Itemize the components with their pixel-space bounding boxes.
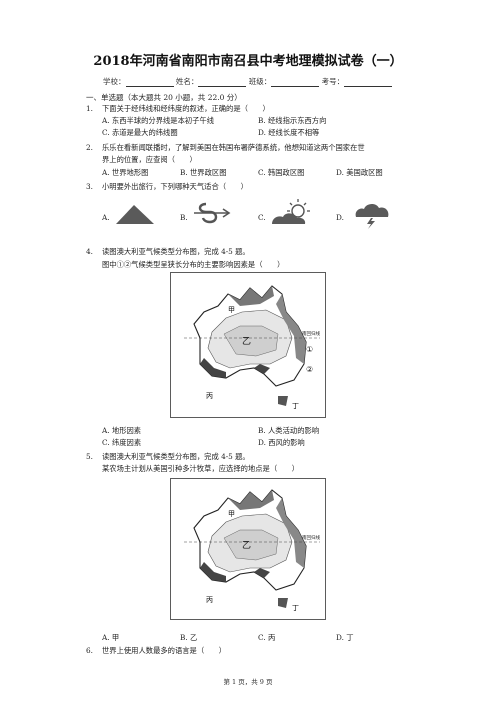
page-title: 2018年河南省南阳市南召县中考地理模拟试卷（一） bbox=[93, 54, 403, 69]
q5-stem-line1: 读图澳大利亚气候类型分布图，完成 4-5 题。 bbox=[102, 452, 250, 461]
q4-option-d[interactable]: D. 西风的影响 bbox=[258, 438, 305, 447]
q5-stem-line2: 某农场主计划从美国引种多汁牧草，应选择的地点是（ ） bbox=[102, 464, 300, 473]
name-blank[interactable] bbox=[198, 78, 247, 87]
q5-option-c[interactable]: C. 丙 bbox=[258, 633, 276, 642]
q1-option-c[interactable]: C. 赤道是最大的纬线圈 bbox=[102, 128, 178, 137]
q3-number: 3. bbox=[86, 182, 93, 191]
q4-stem-line1: 读图澳大利亚气候类型分布图，完成 4-5 题。 bbox=[102, 247, 250, 256]
map1-label-2: ② bbox=[306, 365, 313, 374]
map1-label-bing: 丙 bbox=[206, 392, 213, 400]
map1-label-ding: 丁 bbox=[292, 402, 299, 410]
q2-stem-line1: 乐乐在看新闻联播时，了解到美国在韩国布署萨德系统，他想知道这两个国家在世 bbox=[102, 143, 365, 152]
school-blank[interactable] bbox=[125, 78, 174, 87]
school-label: 学校： bbox=[103, 77, 126, 86]
australia-climate-map-1: 南回归线 甲 乙 丙 丁 ① ② bbox=[170, 272, 326, 418]
map2-label-jia: 甲 bbox=[228, 510, 235, 518]
q1-option-a[interactable]: A. 东西半球的分界线是本初子午线 bbox=[102, 116, 215, 125]
exam-no-blank[interactable] bbox=[344, 78, 393, 87]
class-label: 班级： bbox=[248, 77, 272, 86]
q3-option-a[interactable]: A. bbox=[102, 213, 110, 222]
q3-option-b[interactable]: B. bbox=[180, 213, 188, 222]
q2-option-c[interactable]: C. 韩国政区图 bbox=[258, 168, 305, 177]
partly-cloudy-icon bbox=[272, 199, 310, 224]
q4-number: 4. bbox=[86, 247, 93, 256]
q1-stem: 下面关于经纬线和经纬度的叙述，正确的是（ ） bbox=[102, 104, 270, 113]
tropic-label-2: 南回归线 bbox=[302, 534, 320, 541]
q6-stem: 世界上使用人数最多的语言是（ ） bbox=[102, 646, 227, 655]
map2-label-yi: 乙 bbox=[242, 540, 251, 551]
student-info-row: 学校： 姓名： 班级： 考号： bbox=[103, 76, 393, 87]
q2-number: 2. bbox=[86, 143, 93, 152]
wind-weather-icon bbox=[194, 202, 231, 224]
q1-option-d[interactable]: D. 经线长度不相等 bbox=[258, 128, 320, 137]
q1-option-b[interactable]: B. 经线指示东西方向 bbox=[258, 116, 327, 125]
q5-option-a[interactable]: A. 甲 bbox=[102, 633, 120, 642]
q2-option-a[interactable]: A. 世界地形图 bbox=[102, 168, 149, 177]
section-heading: 一、单选题（本大题共 20 小题，共 22.0 分） bbox=[86, 93, 242, 102]
q3-option-c[interactable]: C. bbox=[258, 213, 266, 222]
tropic-label-1: 南回归线 bbox=[302, 330, 320, 337]
thunderstorm-icon bbox=[355, 203, 389, 229]
map2-label-bing: 丙 bbox=[206, 596, 213, 604]
q3-option-d[interactable]: D. bbox=[336, 213, 344, 222]
class-blank[interactable] bbox=[271, 78, 320, 87]
q6-number: 6. bbox=[86, 646, 93, 655]
q5-number: 5. bbox=[86, 452, 93, 461]
q4-stem-line2: 图中①②气候类型呈狭长分布的主要影响因素是（ ） bbox=[102, 260, 285, 269]
q2-option-d[interactable]: D. 美国政区图 bbox=[336, 168, 383, 177]
exam-no-label: 考号： bbox=[321, 77, 345, 86]
q4-option-c[interactable]: C. 纬度因素 bbox=[102, 438, 142, 447]
q5-option-d[interactable]: D. 丁 bbox=[336, 633, 354, 642]
map1-label-jia: 甲 bbox=[228, 306, 235, 314]
q4-option-a[interactable]: A. 地形因素 bbox=[102, 426, 142, 435]
q1-number: 1. bbox=[86, 104, 93, 113]
page-footer: 第 1 页，共 9 页 bbox=[223, 678, 273, 686]
name-label: 姓名： bbox=[175, 77, 199, 86]
map2-label-ding: 丁 bbox=[292, 604, 299, 612]
australia-climate-map-2: 南回归线 甲 乙 丙 丁 bbox=[170, 478, 326, 620]
map1-label-yi: 乙 bbox=[242, 336, 251, 347]
sunny-weather-icon bbox=[116, 205, 154, 224]
q2-stem-line2: 界上的位置，应查阅（ ） bbox=[102, 155, 197, 164]
q4-option-b[interactable]: B. 人类活动的影响 bbox=[258, 426, 320, 435]
q5-option-b[interactable]: B. 乙 bbox=[180, 633, 198, 642]
map1-label-1: ① bbox=[306, 345, 313, 354]
q3-stem: 小明要外出旅行，下列哪种天气适合（ ） bbox=[102, 182, 248, 191]
q2-option-b[interactable]: B. 世界政区图 bbox=[180, 168, 227, 177]
